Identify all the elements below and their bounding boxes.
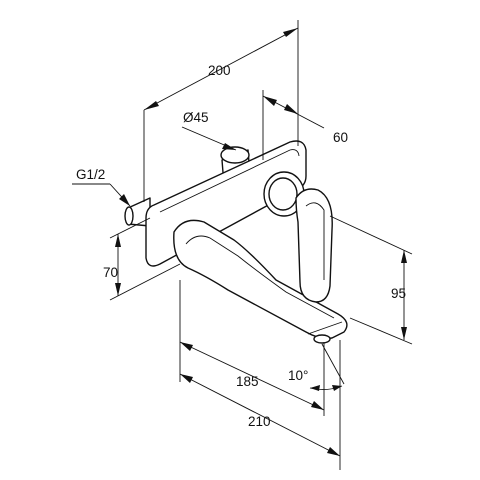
thread-label: G1/2 xyxy=(76,167,105,182)
diameter-label: Ø45 xyxy=(183,110,209,125)
g12-connection-pipe xyxy=(124,197,151,227)
angle-label: 10° xyxy=(288,368,308,383)
dimension-plate-height: 70 xyxy=(103,217,181,301)
spout-height-label: 95 xyxy=(391,286,406,301)
plate-height-label: 70 xyxy=(103,265,118,280)
overall-width-label: 200 xyxy=(208,63,231,78)
spout xyxy=(173,219,348,340)
faucet-body xyxy=(124,140,348,344)
lever-handle xyxy=(263,171,333,303)
dimension-depth: 60 xyxy=(262,90,348,160)
aerator xyxy=(313,334,331,344)
dimension-thread: G1/2 xyxy=(72,167,131,207)
dimension-overall-width: 200 xyxy=(143,20,299,202)
depth-label: 60 xyxy=(333,130,348,145)
spout-projection-label: 185 xyxy=(236,374,259,389)
total-projection-label: 210 xyxy=(248,414,271,429)
dimension-spout-height: 95 xyxy=(329,215,413,345)
dimension-diameter: Ø45 xyxy=(181,110,237,151)
dimension-projection: 185 210 10° xyxy=(179,280,345,470)
